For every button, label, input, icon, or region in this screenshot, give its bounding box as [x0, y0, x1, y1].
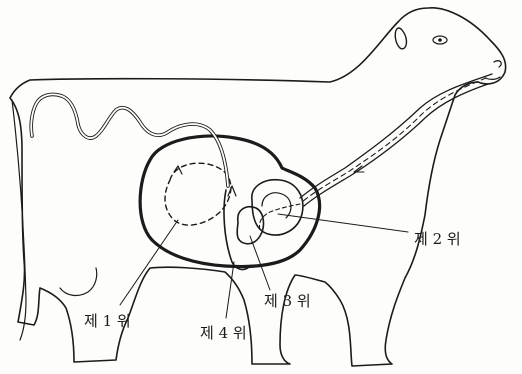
rumen	[140, 136, 319, 267]
rumen-arrow	[174, 166, 182, 174]
esophagus-arrow	[354, 166, 364, 172]
cow-ear	[395, 28, 406, 49]
abomasum-arrow	[228, 186, 236, 196]
reticulum-flow	[259, 204, 300, 230]
label-stomach-2: 제 2 위	[414, 230, 461, 248]
cow-eye	[433, 36, 447, 44]
cow-tail	[12, 100, 26, 340]
rumen-flow	[165, 163, 231, 225]
cow-nostril	[494, 61, 501, 67]
esophagus-lower	[304, 84, 488, 206]
cow-mouth	[485, 77, 500, 79]
intestine-outer	[31, 94, 228, 186]
leader-stomach-4	[226, 262, 234, 318]
label-stomach-4: 제 4 위	[200, 324, 247, 342]
leader-stomach-3	[250, 236, 270, 290]
cow-udder	[60, 268, 97, 295]
leader-stomach-1	[120, 220, 178, 305]
esophagus-upper	[300, 74, 492, 198]
label-stomach-1: 제 1 위	[84, 312, 131, 330]
label-stomach-3: 제 3 위	[264, 292, 311, 310]
